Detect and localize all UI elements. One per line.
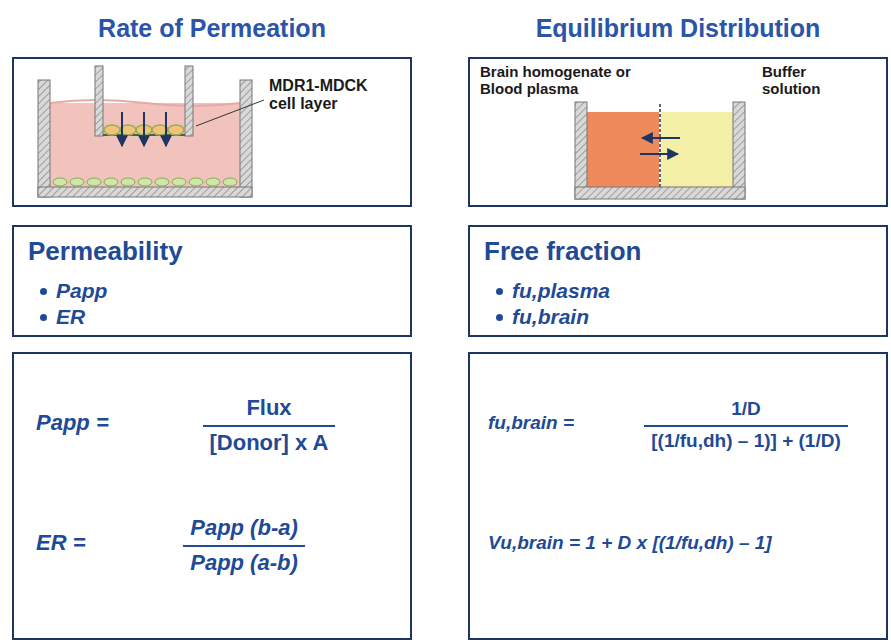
bullet-dot — [40, 314, 47, 321]
panel-box: Free fraction fu,plasmafu,brain — [468, 225, 888, 337]
formula-text: ER — [56, 305, 85, 329]
formula-text: Buffer solution — [762, 63, 847, 98]
bullet-dot — [40, 288, 47, 295]
dialysis-figure — [575, 102, 745, 199]
fraction-term: Papp (a-b) — [190, 550, 298, 575]
formula-text: Papp — [56, 279, 107, 303]
formula-text: MDR1-MDCK cell layer — [269, 77, 394, 114]
fraction-bar — [203, 425, 336, 427]
formula-text: Vu,brain = 1 + D x [(1/fu,dh) – 1] — [488, 532, 772, 554]
fraction-term: [(1/fu,dh) – 1)] + (1/D) — [651, 430, 840, 452]
fraction-bar — [183, 545, 305, 547]
column-heading: Equilibrium Distribution — [536, 14, 821, 43]
box-heading: Permeability — [28, 237, 183, 267]
fraction-term: Flux — [246, 395, 291, 420]
fraction-bar — [644, 425, 847, 427]
panel-box: Papp = Flux [Donor] x A ER = Papp (b-a) Papp … — [12, 352, 412, 640]
formula-text: fu,brain — [512, 305, 589, 329]
panel-box: PermeabilityPappER — [12, 225, 412, 337]
fraction-term: [Donor] x A — [210, 430, 329, 455]
formula-text: fu,plasma — [512, 279, 610, 303]
panel-box: MDR1-MDCK cell layer — [12, 57, 412, 207]
bullet-dot — [496, 314, 503, 321]
transwell-figure — [38, 66, 264, 197]
fraction-term: Papp (b-a) — [190, 515, 298, 540]
fraction-term: 1/D — [731, 398, 761, 420]
formula-text: ER = — [36, 530, 86, 555]
column-heading: Rate of Permeation — [98, 14, 326, 43]
panel-box: fu,brain = 1/D [(1/fu,dh) – 1)] + (1/D) Vu,… — [468, 352, 888, 640]
box-heading: Free fraction — [484, 237, 642, 267]
bullet-dot — [496, 288, 503, 295]
formula-text: fu,brain = — [488, 412, 574, 434]
formula-text: Papp = — [36, 410, 109, 435]
panel-box: Brain homogenate or Blood plasma Buffer s… — [468, 57, 888, 207]
formula-text: Brain homogenate or Blood plasma — [480, 63, 645, 98]
